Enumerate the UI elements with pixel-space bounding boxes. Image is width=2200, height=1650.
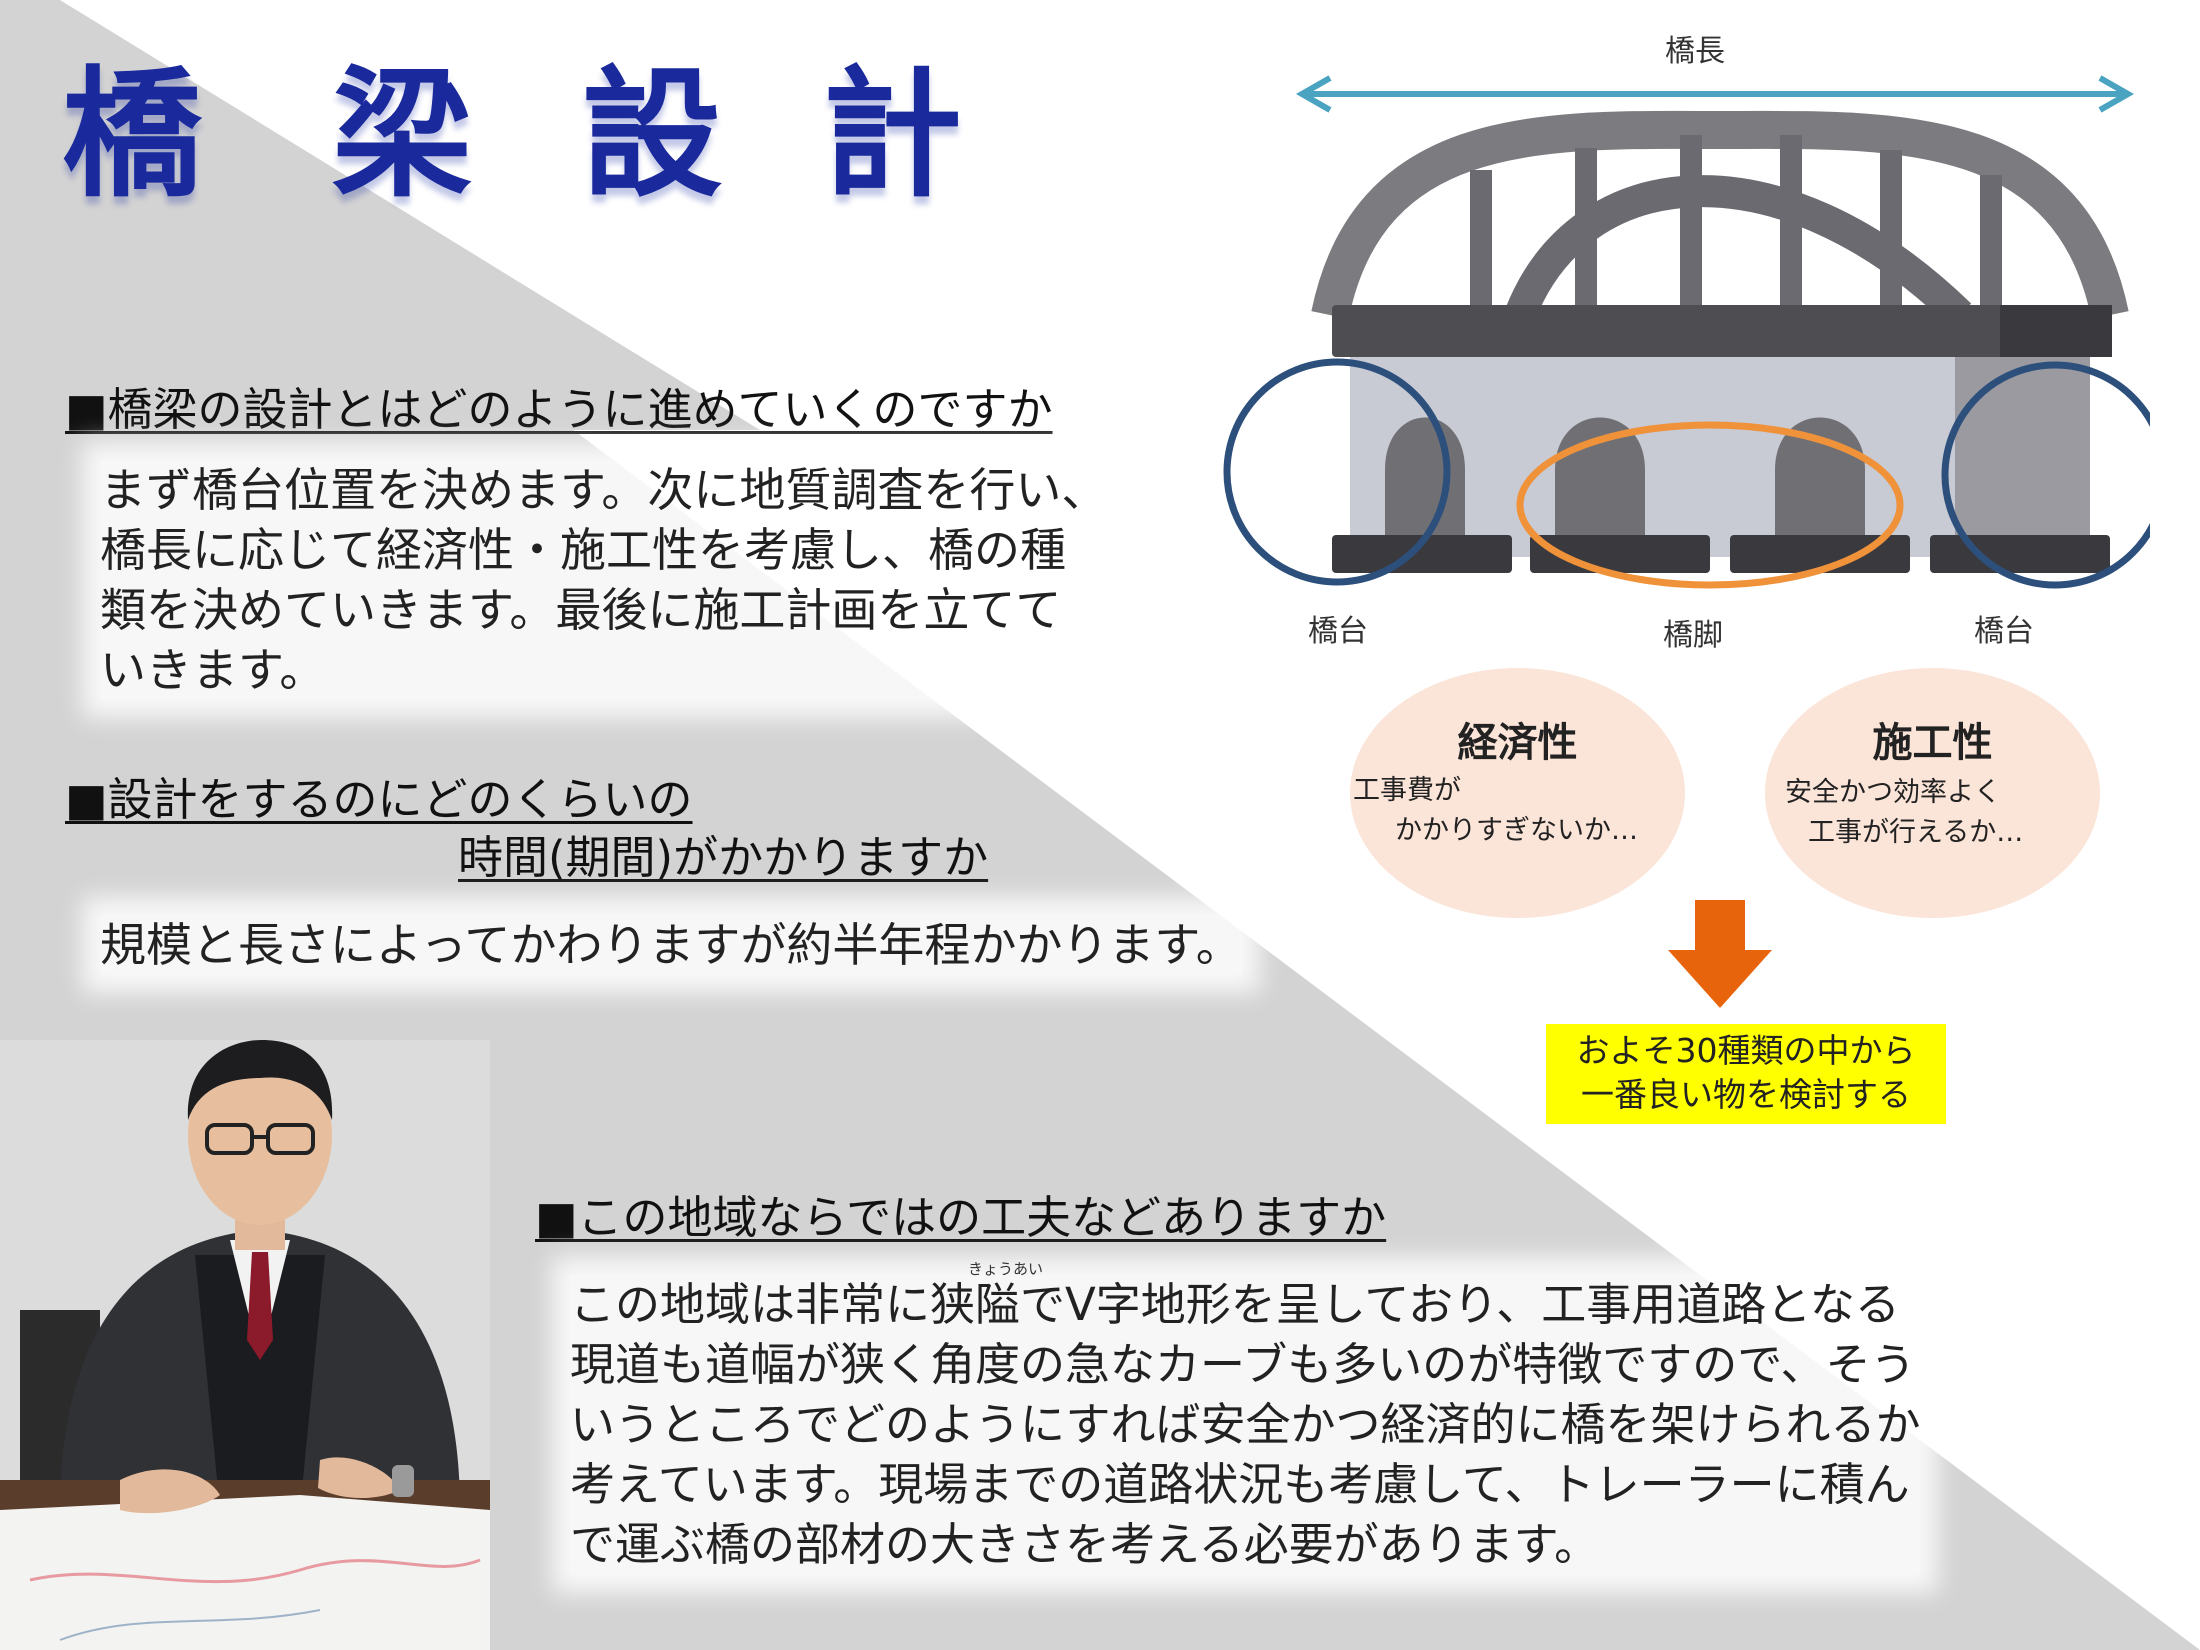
question-heading-3: ■この地域ならではの工夫などありますか <box>535 1191 1387 1244</box>
answer-3-line: 現道も道幅が狭く角度の急なカーブも多いのが特徴ですので、そう <box>570 1338 1916 1391</box>
question-heading-2a: ■設計をするのにどのくらいの <box>65 773 693 826</box>
span-label: 橋長 <box>1665 34 1725 69</box>
constructability-line: 安全かつ効率よく <box>1785 777 2001 808</box>
constructability-title: 施工性 <box>1872 720 1993 766</box>
abutment-circle-right <box>1941 361 2150 589</box>
economy-title: 経済性 <box>1457 720 1578 766</box>
answer-2: 規模と長さによってかわりますが約半年程かかります。 <box>100 915 1242 975</box>
question-heading-1: ■橋梁の設計とはどのように進めていくのですか <box>65 383 1053 436</box>
pier-ellipse <box>1516 421 1904 589</box>
economy-line: 工事費が <box>1353 775 1461 806</box>
abutment-circle-left <box>1223 358 1451 586</box>
result-line: およそ30種類の中から <box>1576 1031 1916 1070</box>
down-arrow-icon <box>1668 900 1772 1008</box>
result-line: 一番良い物を検討する <box>1581 1075 1911 1114</box>
title-char-4: 計 <box>822 53 963 217</box>
title-char-2: 梁 <box>332 53 473 217</box>
bridge-substructure <box>1332 357 2110 573</box>
answer-2-line: 規模と長さによってかわりますが約半年程かかります。 <box>100 918 1242 972</box>
bridge-arch <box>1311 110 2129 327</box>
result-box: およそ30種類の中から 一番良い物を検討する <box>1546 1024 1946 1124</box>
bridge-diagram <box>1223 75 2150 589</box>
abutment-left-label: 橋台 <box>1308 614 1368 649</box>
answer-3-line: 考えています。現場までの道路状況も考慮して、トレーラーに積ん <box>570 1458 1910 1511</box>
answer-1-line: 類を決めていきます。最後に施工計画を立てて <box>100 583 1062 637</box>
answer-1-line: 橋長に応じて経済性・施工性を考慮し、橋の種 <box>100 523 1066 577</box>
economy-bubble: 経済性 工事費が かかりすぎないか… <box>1350 668 1685 918</box>
title-char-3: 設 <box>582 53 723 217</box>
pier-label: 橋脚 <box>1663 618 1723 653</box>
answer-3: この地域は非常に狭隘でV字地形を呈しており、工事用道路となる 現道も道幅が狭く角… <box>570 1275 1921 1575</box>
bridge-deck <box>1332 305 2112 357</box>
answer-3-line: この地域は非常に狭隘でV字地形を呈しており、工事用道路となる <box>570 1278 1900 1331</box>
answer-3-line: で運ぶ橋の部材の大きさを考える必要があります。 <box>570 1518 1600 1571</box>
constructability-bubble: 施工性 安全かつ効率よく 工事が行えるか… <box>1765 668 2100 918</box>
abutment-right-label: 橋台 <box>1974 614 2034 649</box>
answer-3-line: いうところでどのようにすれば安全かつ経済的に橋を架けられるか <box>570 1398 1921 1451</box>
engineer-photo <box>0 1040 490 1650</box>
span-arrow <box>1295 75 2135 113</box>
answer-1: まず橋台位置を決めます。次に地質調査を行い、 橋長に応じて経済性・施工性を考慮し… <box>100 460 1108 700</box>
economy-line: かかりすぎないか… <box>1395 815 1638 846</box>
question-heading-2b: 時間(期間)がかかりますか <box>458 831 989 884</box>
page-title: 橋 梁 設 計 <box>62 55 962 225</box>
ruby-annotation: きょうあい <box>968 1260 1044 1278</box>
constructability-line: 工事が行えるか… <box>1808 817 2024 848</box>
title-char-1: 橋 <box>62 53 203 217</box>
answer-1-line: いきます。 <box>100 643 326 697</box>
answer-1-line: まず橋台位置を決めます。次に地質調査を行い、 <box>100 463 1108 517</box>
